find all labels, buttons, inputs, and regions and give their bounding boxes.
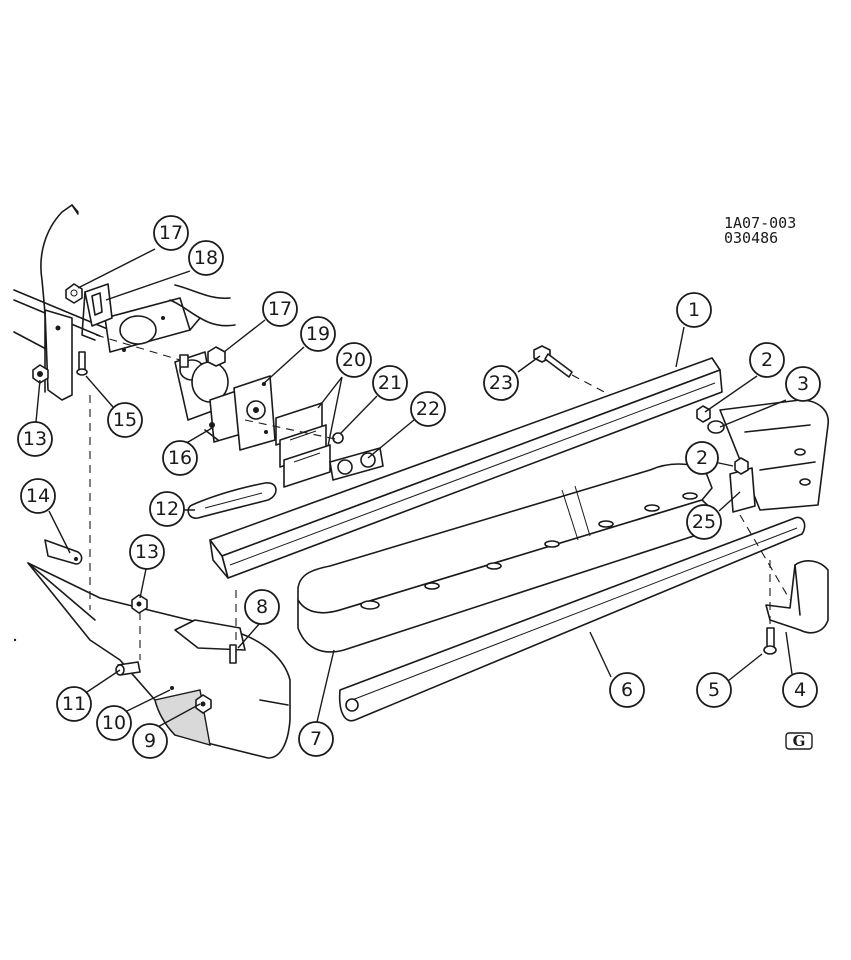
svg-text:3: 3 — [797, 373, 809, 395]
right-end-cap — [719, 399, 829, 511]
stray-dot — [13, 638, 17, 642]
svg-text:7: 7 — [310, 728, 322, 750]
svg-text:19: 19 — [306, 323, 330, 345]
callout-18: 18 — [188, 240, 224, 276]
callout-22: 22 — [410, 391, 446, 427]
callout-14: 14 — [20, 478, 56, 514]
callout-2-lower: 2 — [685, 441, 719, 475]
callout-12: 12 — [149, 491, 185, 527]
logo-letter: G — [793, 732, 806, 750]
svg-text:15: 15 — [113, 409, 137, 431]
washer-3 — [707, 420, 725, 434]
stud-8 — [229, 644, 237, 664]
svg-text:22: 22 — [416, 398, 440, 420]
callout-7: 7 — [298, 721, 334, 757]
nut-2-upper — [696, 405, 711, 423]
svg-text:11: 11 — [62, 693, 86, 715]
callout-10: 10 — [96, 705, 132, 741]
svg-text:25: 25 — [692, 511, 716, 533]
callout-13-upper: 13 — [17, 421, 53, 457]
callout-13-lower: 13 — [129, 534, 165, 570]
callout-6: 6 — [609, 672, 645, 708]
svg-text:18: 18 — [194, 247, 218, 269]
callout-17-middle: 17 — [262, 291, 298, 327]
svg-text:8: 8 — [256, 596, 268, 618]
svg-text:16: 16 — [168, 447, 192, 469]
bolt-15 — [76, 351, 88, 376]
svg-text:17: 17 — [159, 222, 183, 244]
svg-text:14: 14 — [26, 485, 50, 507]
end-filler-4 — [765, 560, 829, 634]
callout-17-upper: 17 — [153, 215, 189, 251]
callout-25: 25 — [686, 504, 722, 540]
callout-21: 21 — [372, 365, 408, 401]
bolt-5 — [763, 627, 777, 655]
svg-text:6: 6 — [621, 679, 633, 701]
bracket-14 — [44, 539, 83, 565]
bracket-19 — [233, 375, 276, 451]
svg-text:2: 2 — [761, 349, 773, 371]
bolt-23 — [533, 345, 573, 378]
leader-lines — [35, 248, 793, 730]
callout-4: 4 — [782, 672, 818, 708]
svg-text:10: 10 — [102, 712, 126, 734]
callout-11: 11 — [56, 686, 92, 722]
callouts: 1 2 2 3 4 5 6 7 8 9 10 11 12 13 13 14 15… — [17, 215, 821, 759]
svg-text:4: 4 — [794, 679, 806, 701]
callout-23: 23 — [483, 365, 519, 401]
callout-9: 9 — [132, 723, 168, 759]
slot-shim-12 — [187, 482, 277, 519]
svg-text:13: 13 — [23, 428, 47, 450]
upper-bracket-18 — [81, 283, 113, 341]
retainer-10 — [170, 686, 174, 690]
callout-8: 8 — [244, 589, 280, 625]
nut-9 — [195, 694, 212, 714]
callout-1: 1 — [676, 292, 712, 328]
reference-code-text: 1A07-003 — [724, 214, 796, 232]
callout-15: 15 — [107, 402, 143, 438]
svg-text:13: 13 — [135, 541, 159, 563]
bracket-25 — [729, 457, 756, 513]
callout-5: 5 — [696, 672, 732, 708]
nut-13-lower — [131, 594, 148, 614]
callout-20: 20 — [336, 342, 372, 378]
impact-strip — [338, 516, 806, 722]
svg-text:2: 2 — [696, 447, 708, 469]
manufacturer-logo: G — [785, 732, 813, 750]
washer-21 — [332, 432, 344, 444]
svg-text:23: 23 — [489, 372, 513, 394]
mounting-bracket-plate — [104, 284, 236, 353]
callout-2-upper: 2 — [749, 342, 785, 378]
svg-text:5: 5 — [708, 679, 720, 701]
reference-date-text: 030486 — [724, 229, 778, 247]
svg-text:1: 1 — [688, 299, 700, 321]
svg-text:21: 21 — [378, 372, 402, 394]
svg-text:12: 12 — [155, 498, 179, 520]
svg-text:17: 17 — [268, 298, 292, 320]
bumper-face-bar — [297, 463, 719, 653]
assembly-lines — [89, 334, 791, 660]
callout-3: 3 — [785, 366, 821, 402]
bumper-end-left — [27, 562, 291, 759]
callout-16: 16 — [162, 440, 198, 476]
nut-13-upper — [32, 364, 49, 384]
callout-19: 19 — [300, 316, 336, 352]
reference-code: 1A07-003 030486 — [724, 214, 796, 247]
bolt-11 — [115, 661, 141, 676]
reinforcement-bar — [209, 357, 723, 579]
svg-text:9: 9 — [144, 730, 156, 752]
nut-17-upper — [65, 283, 83, 304]
shims-20 — [275, 402, 331, 488]
svg-text:20: 20 — [342, 349, 366, 371]
